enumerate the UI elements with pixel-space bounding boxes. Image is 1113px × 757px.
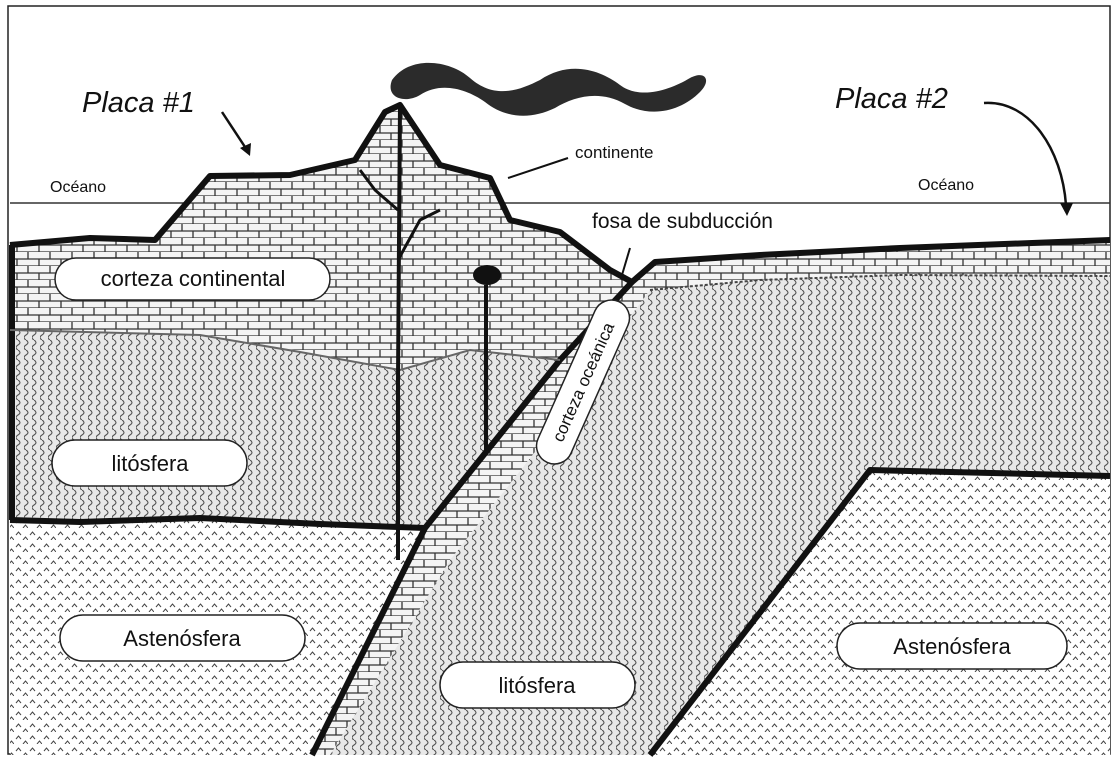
plate1-arrowhead-icon	[240, 143, 251, 156]
continental-crust-label: corteza continental	[101, 266, 286, 291]
ocean-right-label: Océano	[918, 177, 974, 194]
plate2-arrowhead-icon	[1060, 203, 1073, 216]
ocean-left-label: Océano	[50, 179, 106, 196]
plate1-label: Placa #1	[82, 87, 195, 119]
continent-leader-line	[508, 158, 568, 178]
magma-conduit-main	[398, 105, 400, 560]
magma-chamber	[473, 265, 501, 285]
continent-label: continente	[575, 143, 653, 162]
trench-leader-line	[622, 248, 630, 275]
plate1-arrow-icon	[222, 112, 247, 150]
volcanic-plume	[391, 63, 707, 116]
plate2-label: Placa #2	[835, 83, 948, 115]
plate2-arrow-icon	[984, 103, 1066, 205]
asthenosphere-right-label: Astenósfera	[893, 634, 1011, 659]
trench-label: fosa de subducción	[592, 210, 773, 233]
asthenosphere-left-label: Astenósfera	[123, 626, 241, 651]
lithosphere-left-label: litósfera	[111, 451, 189, 476]
lithosphere-center-label: litósfera	[498, 673, 576, 698]
